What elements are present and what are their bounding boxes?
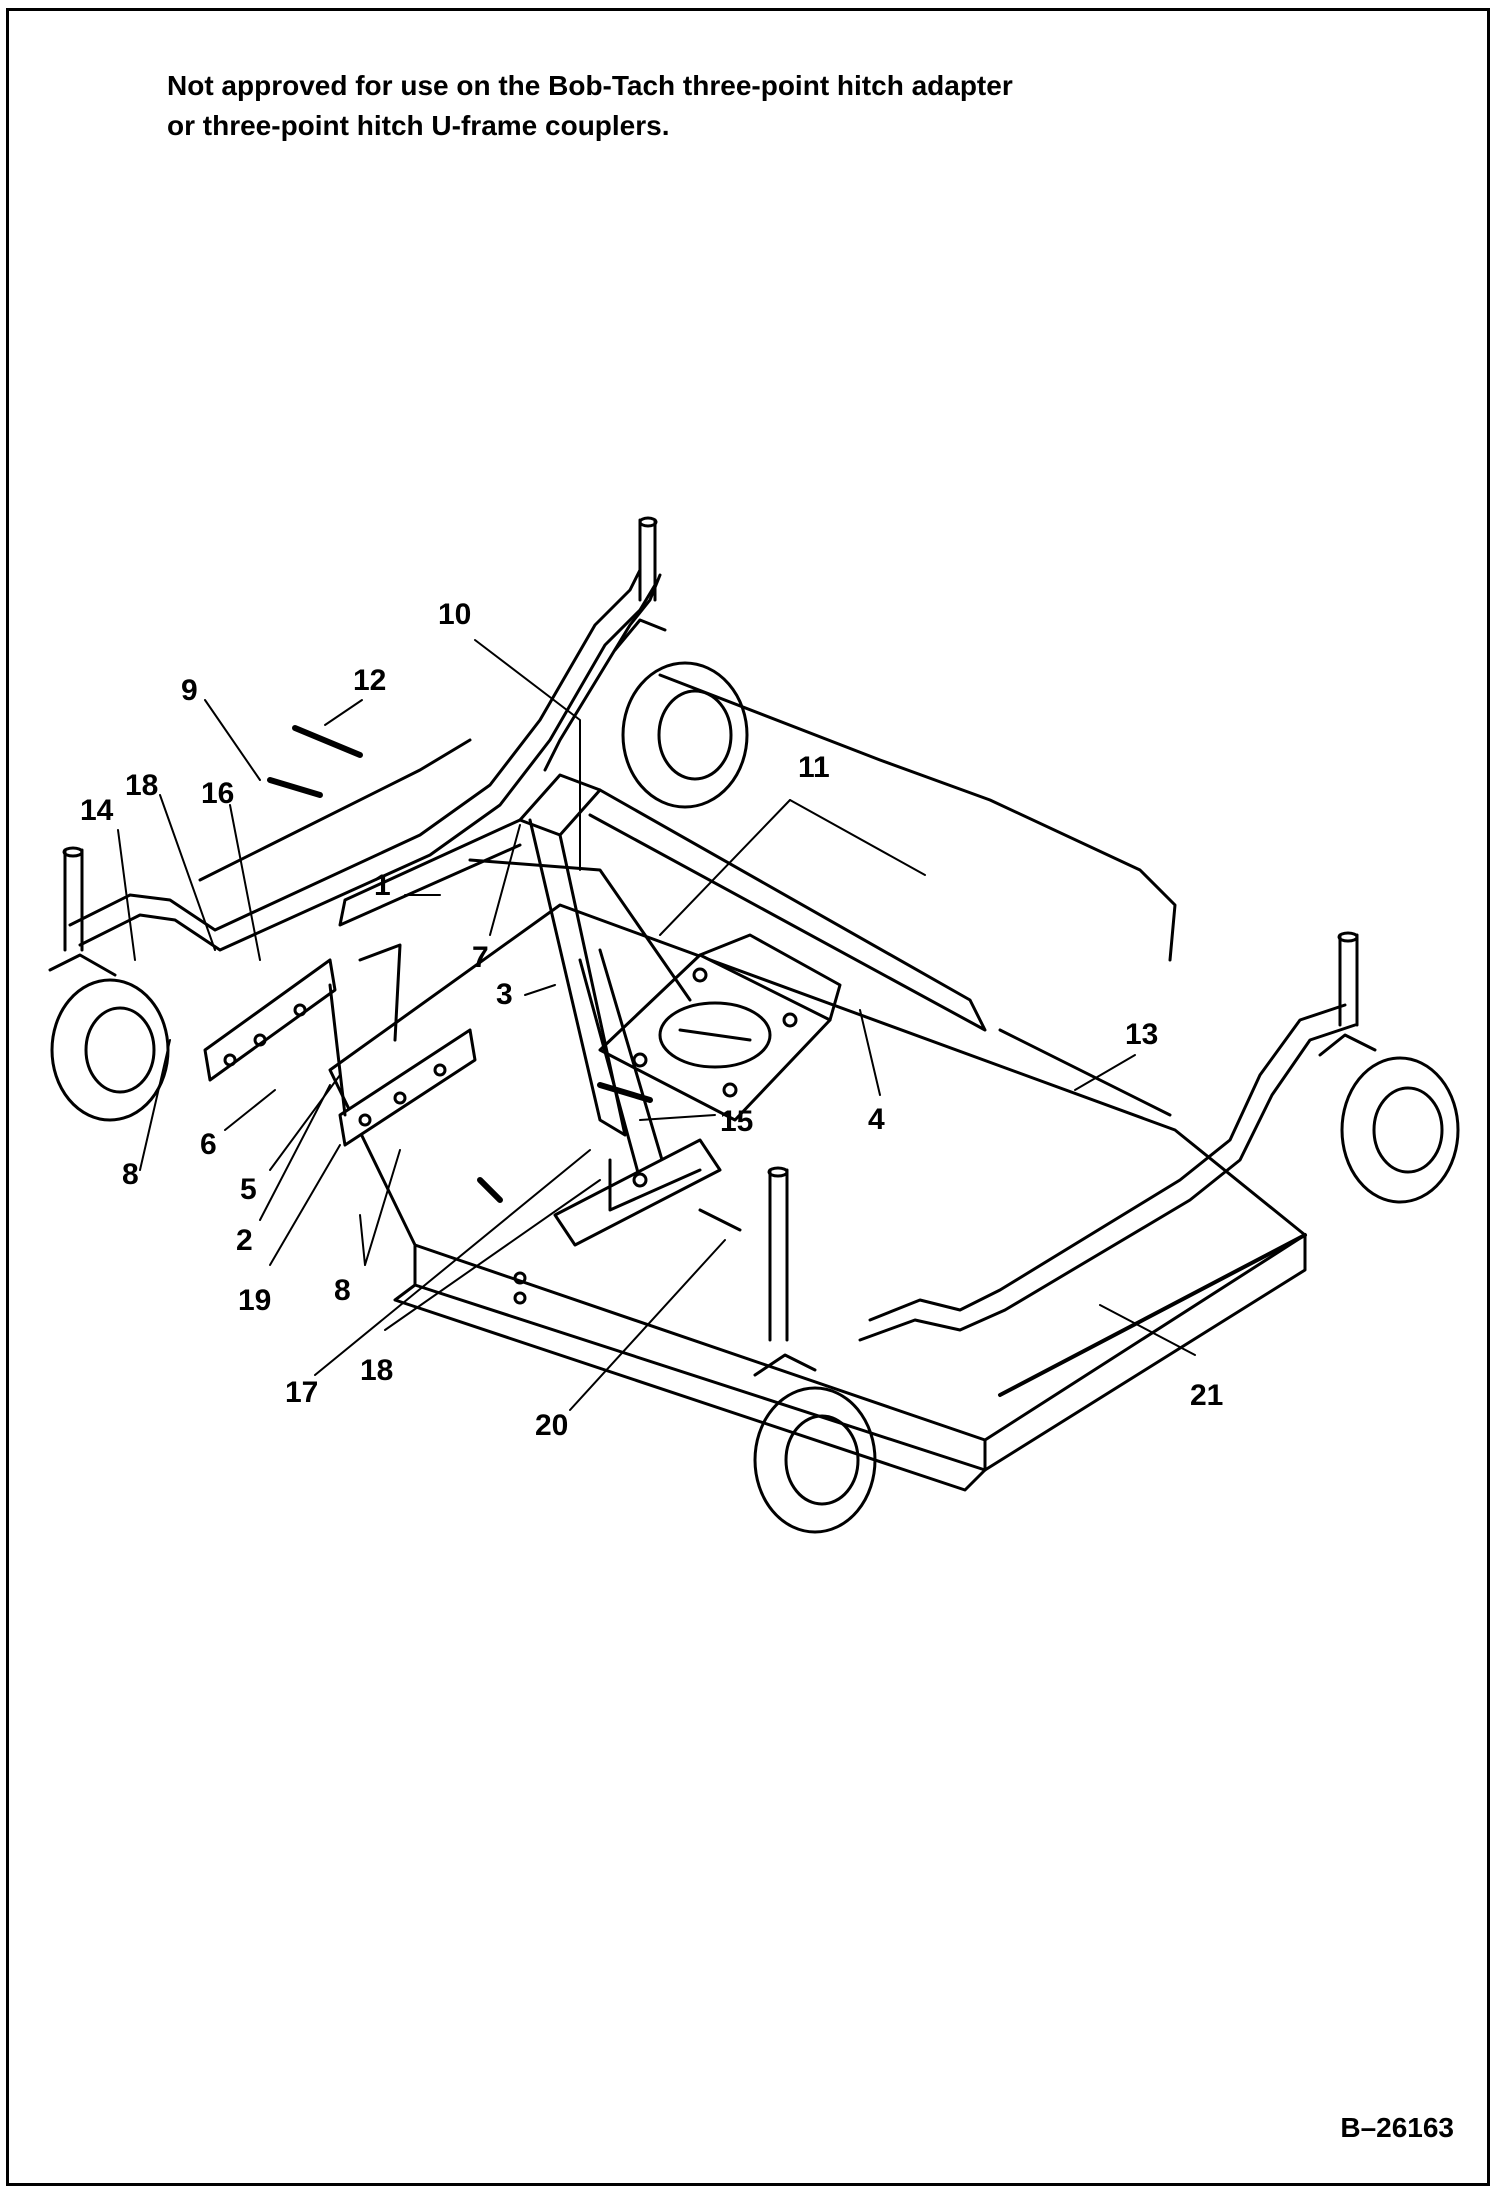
caster-wheel-left <box>48 846 170 1122</box>
bolts <box>267 725 653 1203</box>
callout-10: 10 <box>438 598 471 631</box>
callout-20: 20 <box>535 1409 568 1442</box>
callout-11: 11 <box>798 751 830 784</box>
leader-lines <box>117 639 1196 1411</box>
callout-1: 1 <box>374 869 391 902</box>
caster-wheel-rear-left <box>613 516 749 809</box>
callout-15: 15 <box>720 1105 753 1138</box>
callout-21: 21 <box>1190 1379 1223 1412</box>
callout-6: 6 <box>200 1128 217 1161</box>
drawing-frame <box>6 8 1490 2186</box>
callout-14: 14 <box>80 794 114 827</box>
front-bracket <box>553 1138 742 1247</box>
callout-4: 4 <box>868 1103 885 1136</box>
left-hitch-plates <box>203 943 477 1147</box>
callout-17: 17 <box>285 1376 318 1409</box>
callout-7: 7 <box>472 941 489 974</box>
callout-5: 5 <box>240 1173 257 1206</box>
callout-18a: 18 <box>125 769 158 802</box>
callout-8a: 8 <box>122 1158 139 1191</box>
callout-8b: 8 <box>334 1274 351 1307</box>
figure-id: B–26163 <box>1340 2112 1454 2143</box>
caster-wheel-front <box>753 1166 877 1534</box>
callout-labels: 1 2 3 4 5 6 7 8 8 9 10 11 12 13 14 15 16… <box>80 598 1223 1442</box>
caster-wheel-right <box>1318 931 1460 1204</box>
usage-note-line-1: Not approved for use on the Bob-Tach thr… <box>167 70 1013 101</box>
callout-16: 16 <box>201 777 234 810</box>
callout-18b: 18 <box>360 1354 393 1387</box>
callout-12: 12 <box>353 664 386 697</box>
callout-19: 19 <box>238 1284 271 1317</box>
usage-note-line-2: or three-point hitch U-frame couplers. <box>167 110 670 141</box>
callout-13: 13 <box>1125 1018 1158 1051</box>
mower-deck <box>328 903 1307 1492</box>
frame-rails <box>68 568 1357 1342</box>
callout-2: 2 <box>236 1224 253 1257</box>
callout-9: 9 <box>181 674 198 707</box>
usage-note: Not approved for use on the Bob-Tach thr… <box>167 66 1167 146</box>
callout-3: 3 <box>496 978 513 1011</box>
